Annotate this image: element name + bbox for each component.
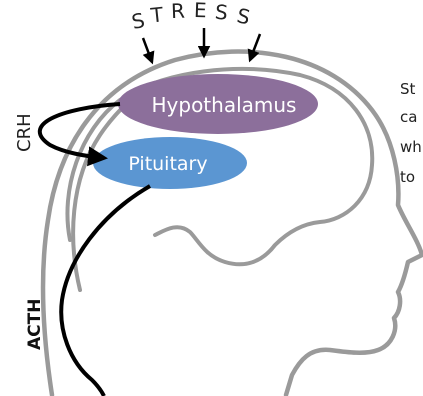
stress-letter: T xyxy=(149,2,165,27)
pituitary-label: Pituitary xyxy=(128,153,207,175)
stress-label: S T R E S S xyxy=(129,0,252,34)
acth-label: ACTH xyxy=(25,299,45,350)
caption-fragments: St ca wh to xyxy=(400,80,422,186)
crh-label: CRH xyxy=(14,113,35,152)
stress-letter: S xyxy=(214,0,229,25)
caption-line: wh xyxy=(400,138,422,156)
hypothalamus-label: Hypothalamus xyxy=(152,93,297,117)
caption-line: St xyxy=(400,80,416,98)
stress-letter: R xyxy=(171,0,186,23)
stress-letter: S xyxy=(129,8,146,34)
caption-line: ca xyxy=(400,108,417,126)
caption-line: to xyxy=(400,168,415,186)
stress-arrow-right xyxy=(250,34,260,60)
stress-arrow-left xyxy=(143,38,152,62)
stress-letter: E xyxy=(194,0,207,22)
stress-letter: S xyxy=(235,3,252,29)
